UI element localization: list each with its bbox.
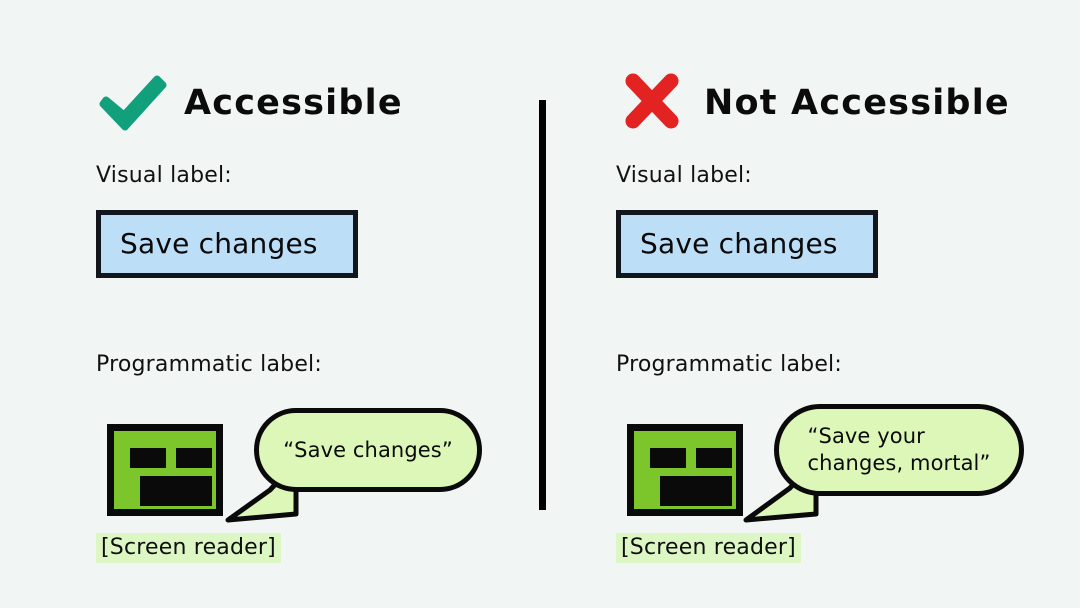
not-accessible-heading-row: Not Accessible: [614, 66, 1010, 138]
screen-reader-eye-left-icon: [130, 448, 166, 468]
visual-label-caption: Visual label:: [96, 163, 232, 188]
accessible-column: Accessible Visual label: Save changes Pr…: [72, 0, 542, 608]
save-changes-button[interactable]: Save changes: [96, 210, 358, 278]
screen-reader-mouth-icon: [140, 476, 212, 506]
screen-reader-eye-right-icon: [696, 448, 732, 468]
screen-reader-eye-left-icon: [650, 448, 686, 468]
screen-reader-eye-right-icon: [176, 448, 212, 468]
check-icon: [99, 75, 167, 131]
visual-label-caption: Visual label:: [616, 163, 752, 188]
column-divider: [539, 100, 546, 510]
cross-icon: [625, 73, 679, 129]
screen-reader-face-icon: [107, 424, 223, 516]
programmatic-label-caption: Programmatic label:: [96, 352, 322, 377]
screen-reader-announcement-bubble: “Save changes”: [254, 408, 482, 492]
programmatic-label-caption: Programmatic label:: [616, 352, 842, 377]
not-accessible-column: Not Accessible Visual label: Save change…: [592, 0, 1062, 608]
screen-reader-announcement-text: “Save changes”: [283, 437, 453, 462]
save-changes-button[interactable]: Save changes: [616, 210, 878, 278]
accessible-heading-row: Accessible: [94, 66, 403, 138]
screen-reader-caption: [Screen reader]: [96, 533, 281, 563]
screen-reader-caption: [Screen reader]: [616, 533, 801, 563]
screen-reader-face-icon: [627, 424, 743, 516]
not-accessible-heading-label: Not Accessible: [704, 83, 1010, 123]
save-changes-button-label: Save changes: [120, 226, 318, 260]
accessible-heading-label: Accessible: [184, 83, 403, 123]
screen-reader-mouth-icon: [660, 476, 732, 506]
save-changes-button-label: Save changes: [640, 226, 838, 260]
